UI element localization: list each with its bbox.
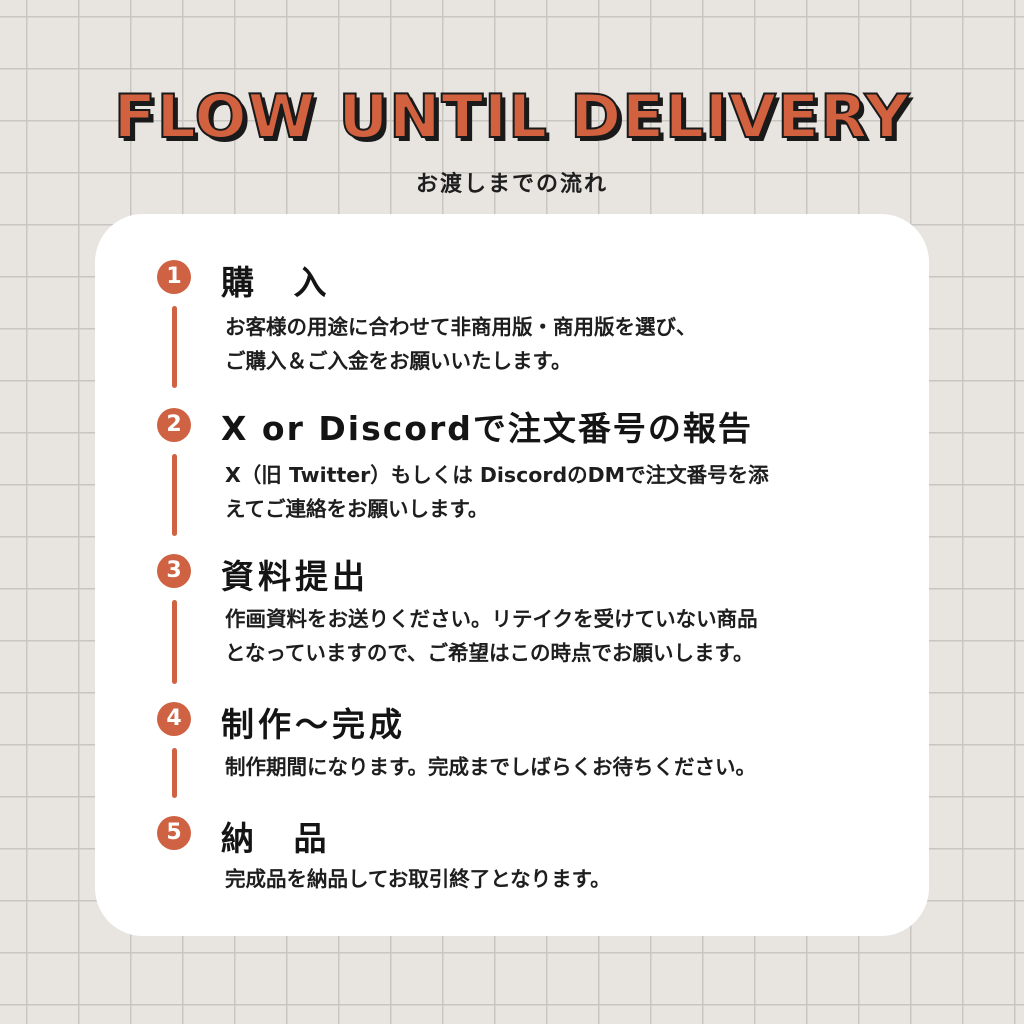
step-2-line-2: えてご連絡をお願いします。	[225, 497, 489, 521]
step-5-line-1: 完成品を納品してお取引終了となります。	[225, 867, 611, 891]
step-connector-2	[172, 454, 177, 536]
step-title-1: 購 入	[221, 263, 341, 302]
step-description-5: 完成品を納品してお取引終了となります。	[225, 862, 611, 896]
step-number-4: 4	[157, 702, 191, 736]
page-subtitle: お渡しまでの流れ	[415, 172, 608, 197]
step-description-3: 作画資料をお送りください。リテイクを受けていない商品 となっていますので、ご希望…	[225, 602, 758, 670]
step-number-2: 2	[157, 408, 191, 442]
step-1-line-1: お客様の用途に合わせて非商用版・商用版を選び、	[225, 315, 697, 339]
step-connector-1	[172, 306, 177, 388]
step-description-2: X（旧 Twitter）もしくは DiscordのDMで注文番号を添 えてご連絡…	[225, 458, 769, 526]
step-1-line-2: ご購入＆ご入金をお願いいたします。	[225, 349, 572, 373]
step-title-2: X or Discordで注文番号の報告	[221, 409, 753, 448]
flow-card: 1 購 入 お客様の用途に合わせて非商用版・商用版を選び、 ご購入＆ご入金をお願…	[95, 214, 929, 936]
step-title-3: 資料提出	[221, 557, 369, 596]
step-3-line-1: 作画資料をお送りください。リテイクを受けていない商品	[225, 607, 758, 631]
step-number-5: 5	[157, 816, 191, 850]
step-description-4: 制作期間になります。完成までしばらくお待ちください。	[225, 750, 756, 784]
step-number-3: 3	[157, 554, 191, 588]
step-number-1: 1	[157, 260, 191, 294]
step-description-1: お客様の用途に合わせて非商用版・商用版を選び、 ご購入＆ご入金をお願いいたします…	[225, 310, 697, 378]
step-title-5: 納 品	[221, 819, 341, 858]
page-title: FLOW UNTIL DELIVERY	[113, 81, 911, 153]
step-4-line-1: 制作期間になります。完成までしばらくお待ちください。	[225, 755, 756, 779]
step-2-line-1: X（旧 Twitter）もしくは DiscordのDMで注文番号を添	[225, 463, 769, 487]
step-3-line-2: となっていますので、ご希望はこの時点でお願いします。	[225, 641, 754, 665]
step-connector-3	[172, 600, 177, 684]
step-title-4: 制作～完成	[221, 705, 406, 744]
step-connector-4	[172, 748, 177, 798]
